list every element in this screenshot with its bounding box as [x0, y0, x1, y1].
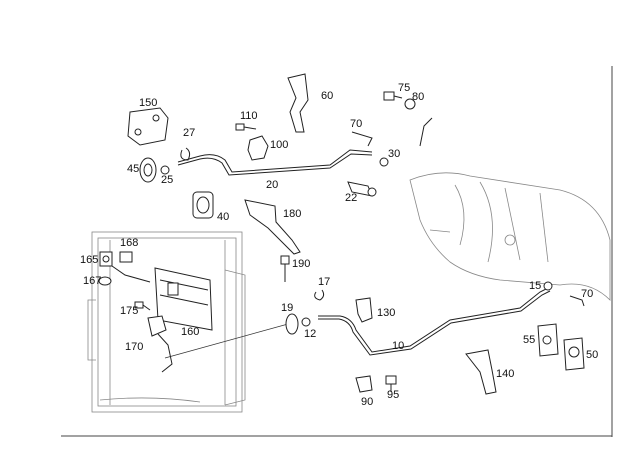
bolt-175 — [134, 301, 151, 311]
callout-c22: 22 — [345, 192, 357, 204]
callout-c170: 170 — [125, 341, 143, 353]
pipe-10-inner — [318, 290, 551, 356]
callout-c168: 168 — [120, 237, 138, 249]
oil-cooler-160 — [154, 267, 213, 331]
bracket-180 — [244, 199, 301, 255]
callout-c17: 17 — [318, 276, 330, 288]
washer-25 — [160, 165, 170, 175]
callout-c167: 167 — [83, 275, 101, 287]
mount-40 — [192, 191, 214, 219]
callout-c25: 25 — [161, 174, 173, 186]
callout-c190: 190 — [292, 258, 310, 270]
clip-27 — [180, 147, 191, 161]
bolt-95 — [385, 375, 397, 392]
bolt-110 — [235, 123, 257, 131]
seal-30 — [379, 157, 389, 167]
callout-c60: 60 — [321, 90, 333, 102]
o-ring-167 — [98, 276, 112, 286]
callout-c110: 110 — [240, 110, 258, 122]
bolt-75 — [383, 91, 403, 101]
pulley-45 — [139, 157, 157, 183]
radiator-block — [87, 231, 246, 413]
fitting-168 — [119, 251, 133, 263]
pipe-20 — [177, 149, 373, 173]
leader-165 — [111, 265, 151, 283]
callout-c50: 50 — [586, 349, 598, 361]
pipe-20-inner — [177, 153, 373, 176]
bracket-60 — [287, 73, 309, 133]
leader-line-19 — [164, 323, 289, 359]
pipe-10 — [318, 287, 549, 353]
callout-c45: 45 — [127, 163, 139, 175]
callout-c165: 165 — [80, 254, 98, 266]
callout-c160: 160 — [181, 326, 199, 338]
callout-c40: 40 — [217, 211, 229, 223]
bracket-150 — [127, 107, 169, 146]
callout-c175: 175 — [120, 305, 138, 317]
callout-c30: 30 — [388, 148, 400, 160]
callout-c75: 75 — [398, 82, 410, 94]
bolt-70-lower — [569, 295, 585, 307]
clamp-100 — [247, 135, 269, 161]
sensor-22 — [347, 181, 377, 197]
callout-c70a: 70 — [350, 118, 362, 130]
callout-c90: 90 — [361, 396, 373, 408]
clip-17 — [314, 289, 325, 301]
fitting-165 — [99, 251, 113, 267]
callout-c95: 95 — [387, 389, 399, 401]
bracket-90 — [355, 375, 373, 393]
bracket-130 — [355, 297, 373, 323]
callout-c140: 140 — [496, 368, 514, 380]
callout-c15: 15 — [529, 280, 541, 292]
callout-c150: 150 — [139, 97, 157, 109]
lower-hose — [157, 333, 173, 373]
callout-c55: 55 — [523, 334, 535, 346]
callout-c12: 12 — [304, 328, 316, 340]
washer-80 — [404, 98, 416, 110]
callout-c130: 130 — [377, 307, 395, 319]
bent-pipe — [419, 117, 433, 147]
callout-c100: 100 — [270, 139, 288, 151]
bracket-140 — [465, 349, 497, 395]
callout-c80: 80 — [412, 91, 424, 103]
washer-15 — [543, 281, 553, 291]
callout-c70b: 70 — [581, 288, 593, 300]
stud-190 — [280, 255, 290, 282]
callout-c10: 10 — [392, 340, 404, 352]
bolt-70-upper — [351, 131, 373, 147]
callout-c180: 180 — [283, 208, 301, 220]
callout-c20: 20 — [266, 179, 278, 191]
ring-19 — [285, 313, 299, 335]
washer-12 — [301, 317, 311, 327]
fitting-170 — [147, 315, 167, 337]
callout-c27: 27 — [183, 127, 195, 139]
transmission-housing — [409, 172, 611, 301]
callout-c19: 19 — [281, 302, 293, 314]
